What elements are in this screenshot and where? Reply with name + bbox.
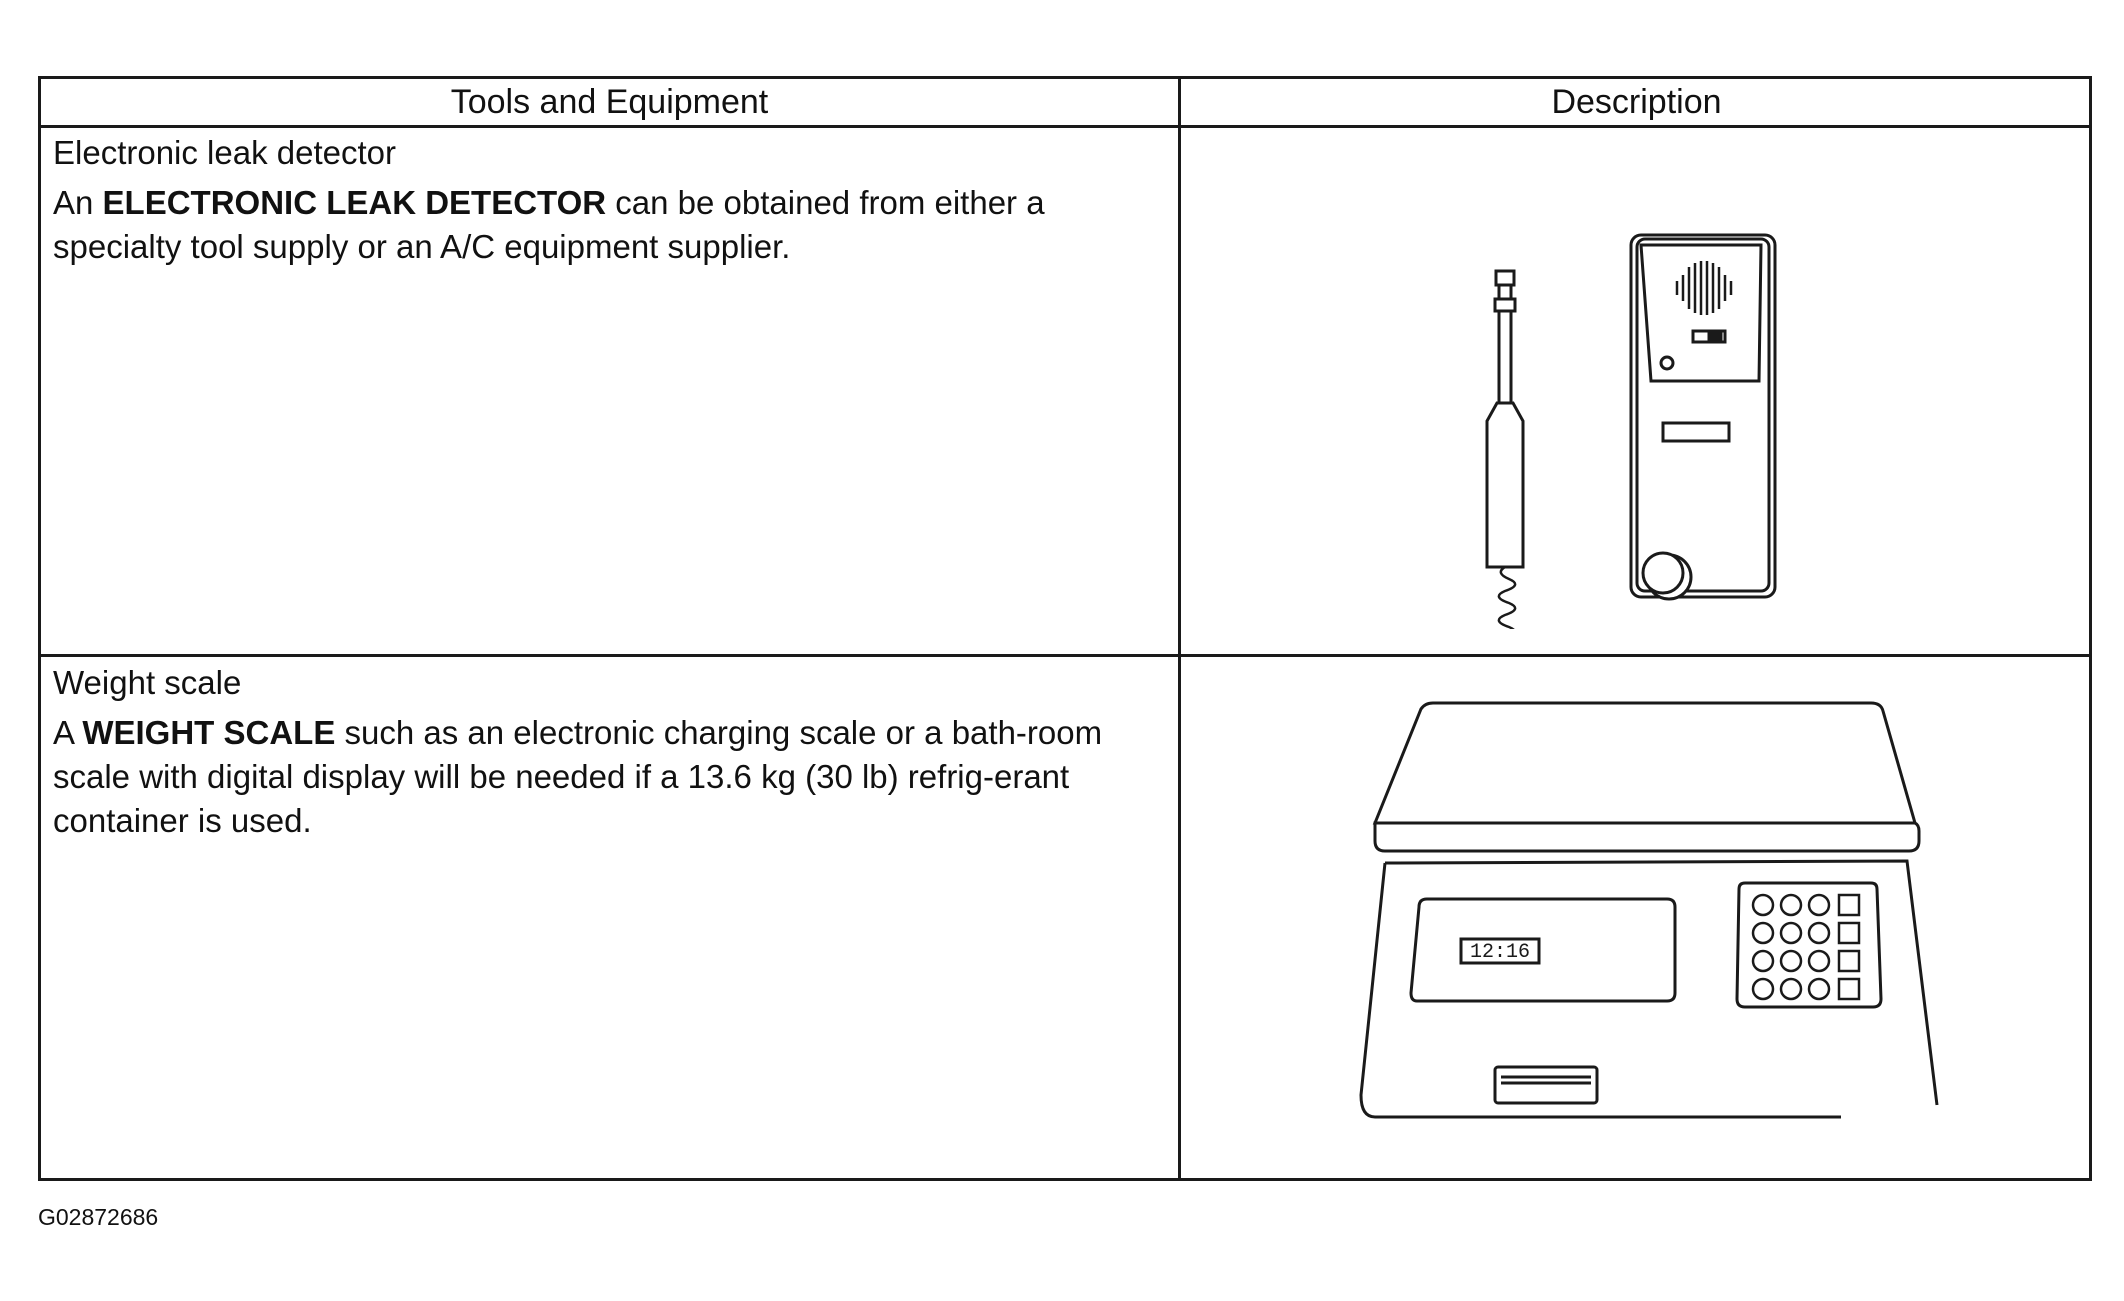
- weight-scale-cell: Weight scale A WEIGHT SCALE such as an e…: [53, 661, 1163, 843]
- header-divider: [41, 125, 2089, 128]
- scale-display-readout: 12:16: [1470, 941, 1530, 964]
- tools-table: Tools and Equipment Description Electron…: [38, 76, 2092, 1181]
- header-description: Description: [1551, 83, 1722, 121]
- weight-scale-icon: 12:16: [1341, 699, 1941, 1139]
- weight-scale-text-prefix: A: [53, 714, 83, 751]
- figure-id: G02872686: [38, 1204, 159, 1230]
- header-tools-and-equipment: Tools and Equipment: [450, 83, 769, 121]
- leak-detector-title: Electronic leak detector: [53, 134, 397, 171]
- row-divider: [41, 654, 2089, 657]
- weight-scale-description: A WEIGHT SCALE such as an electronic cha…: [53, 711, 1163, 843]
- weight-scale-bold-term: WEIGHT SCALE: [82, 714, 336, 751]
- weight-scale-title: Weight scale: [53, 664, 242, 701]
- weight-scale-text-suffix: such as an electronic charging scale or …: [53, 714, 1103, 839]
- leak-detector-bold-term: ELECTRONIC LEAK DETECTOR: [102, 184, 607, 221]
- column-divider: [1178, 79, 1181, 1178]
- leak-detector-text-suffix: can be obtained from either a specialty …: [53, 184, 1045, 265]
- leak-detector-icon: [1441, 149, 1801, 629]
- leak-detector-description: An ELECTRONIC LEAK DETECTOR can be obtai…: [53, 181, 1163, 269]
- leak-detector-cell: Electronic leak detector An ELECTRONIC L…: [53, 131, 1163, 269]
- leak-detector-text-prefix: An: [53, 184, 103, 221]
